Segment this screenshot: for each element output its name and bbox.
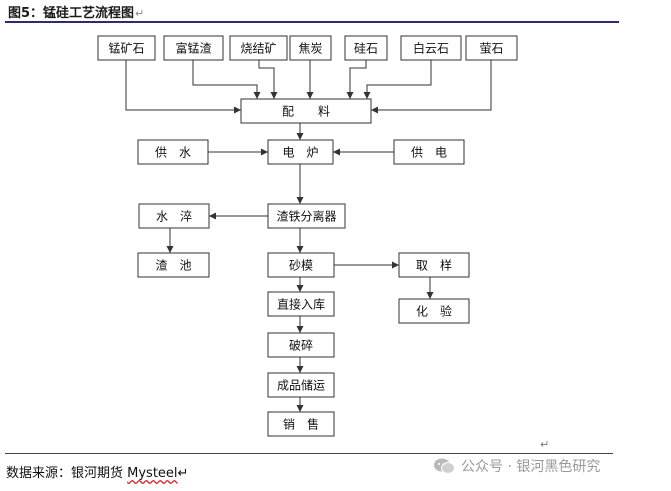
node-slag-separator-label: 渣铁分离器 bbox=[276, 209, 336, 224]
node-dolomite: 白云石 bbox=[400, 35, 462, 61]
node-water-quench: 水 淬 bbox=[138, 203, 210, 229]
watermark-text: 公众号 · 银河黑色研究 bbox=[461, 459, 601, 475]
edge-silica-batching bbox=[346, 60, 367, 99]
node-sinter-ore: 烧结矿 bbox=[229, 35, 288, 61]
node-product-storage-label: 成品储运 bbox=[277, 378, 325, 393]
edge-mn-ore-batching bbox=[125, 60, 241, 114]
node-rich-mn-slag: 富锰渣 bbox=[163, 35, 224, 61]
node-water-supply: 供 水 bbox=[137, 139, 209, 165]
node-assay: 化 验 bbox=[398, 298, 470, 324]
node-furnace-label: 电 炉 bbox=[282, 146, 318, 160]
edge-sinter-ore-batching bbox=[258, 60, 278, 99]
wechat-watermark: 公众号 · 银河黑色研究 bbox=[433, 456, 600, 476]
node-crushing-label: 破碎 bbox=[289, 338, 313, 353]
node-coke-label: 焦炭 bbox=[298, 42, 322, 56]
node-assay-label: 化 验 bbox=[416, 304, 452, 319]
node-rich-mn-slag-label: 富锰渣 bbox=[175, 41, 211, 56]
node-coke: 焦炭 bbox=[289, 35, 332, 61]
node-slag-separator: 渣铁分离器 bbox=[267, 203, 346, 229]
node-fluorite: 萤石 bbox=[465, 35, 518, 61]
node-water-supply-label: 供 水 bbox=[155, 146, 191, 160]
node-batching-label: 配 料 bbox=[282, 105, 330, 119]
node-sales-label: 销 售 bbox=[283, 417, 319, 432]
node-mn-ore-label: 锰矿石 bbox=[108, 41, 144, 56]
node-crushing: 破碎 bbox=[267, 332, 335, 358]
node-sampling-label: 取 样 bbox=[416, 258, 452, 273]
footer-rule bbox=[5, 453, 613, 454]
node-sinter-ore-label: 烧结矿 bbox=[240, 42, 276, 56]
paragraph-mark: ↵ bbox=[135, 7, 145, 20]
node-slag-pool-label: 渣 池 bbox=[155, 259, 191, 273]
node-mn-ore: 锰矿石 bbox=[97, 35, 156, 61]
wechat-icon bbox=[434, 458, 455, 474]
node-sand-mold-label: 砂模 bbox=[289, 259, 313, 273]
node-furnace: 电 炉 bbox=[267, 139, 334, 165]
figure-title-text: 图5：锰硅工艺流程图 bbox=[8, 6, 135, 21]
node-power-supply: 供 电 bbox=[393, 139, 465, 165]
data-source-label: 数据来源：银河期货 bbox=[6, 466, 128, 481]
edge-dolomite-batching bbox=[363, 60, 432, 99]
node-slag-pool: 渣 池 bbox=[137, 252, 210, 278]
node-silica-label: 硅石 bbox=[354, 42, 378, 56]
node-power-supply-label: 供 电 bbox=[411, 146, 447, 160]
node-direct-storage-label: 直接入库 bbox=[277, 297, 325, 312]
node-silica: 硅石 bbox=[344, 35, 388, 61]
data-source: 数据来源：银河期货 Mysteel↵ bbox=[6, 462, 188, 481]
figure-title: 图5：锰硅工艺流程图↵ bbox=[8, 2, 144, 21]
flow-edges bbox=[125, 60, 492, 412]
node-batching: 配 料 bbox=[240, 98, 372, 124]
node-sales: 销 售 bbox=[267, 411, 335, 437]
data-source-brand: Mysteel bbox=[127, 466, 178, 481]
node-dolomite-label: 白云石 bbox=[413, 41, 449, 56]
title-rule bbox=[5, 21, 619, 23]
data-source-mark: ↵ bbox=[177, 466, 189, 481]
edge-rich-mn-slag-batching bbox=[192, 60, 261, 99]
node-sand-mold: 砂模 bbox=[267, 252, 335, 278]
node-product-storage: 成品储运 bbox=[267, 372, 335, 398]
node-sampling: 取 样 bbox=[398, 252, 470, 278]
edge-fluorite-batching bbox=[371, 60, 492, 114]
paragraph-mark-small: ↵ bbox=[540, 438, 550, 451]
node-water-quench-label: 水 淬 bbox=[156, 209, 192, 224]
node-fluorite-label: 萤石 bbox=[479, 42, 503, 56]
node-direct-storage: 直接入库 bbox=[267, 291, 335, 317]
